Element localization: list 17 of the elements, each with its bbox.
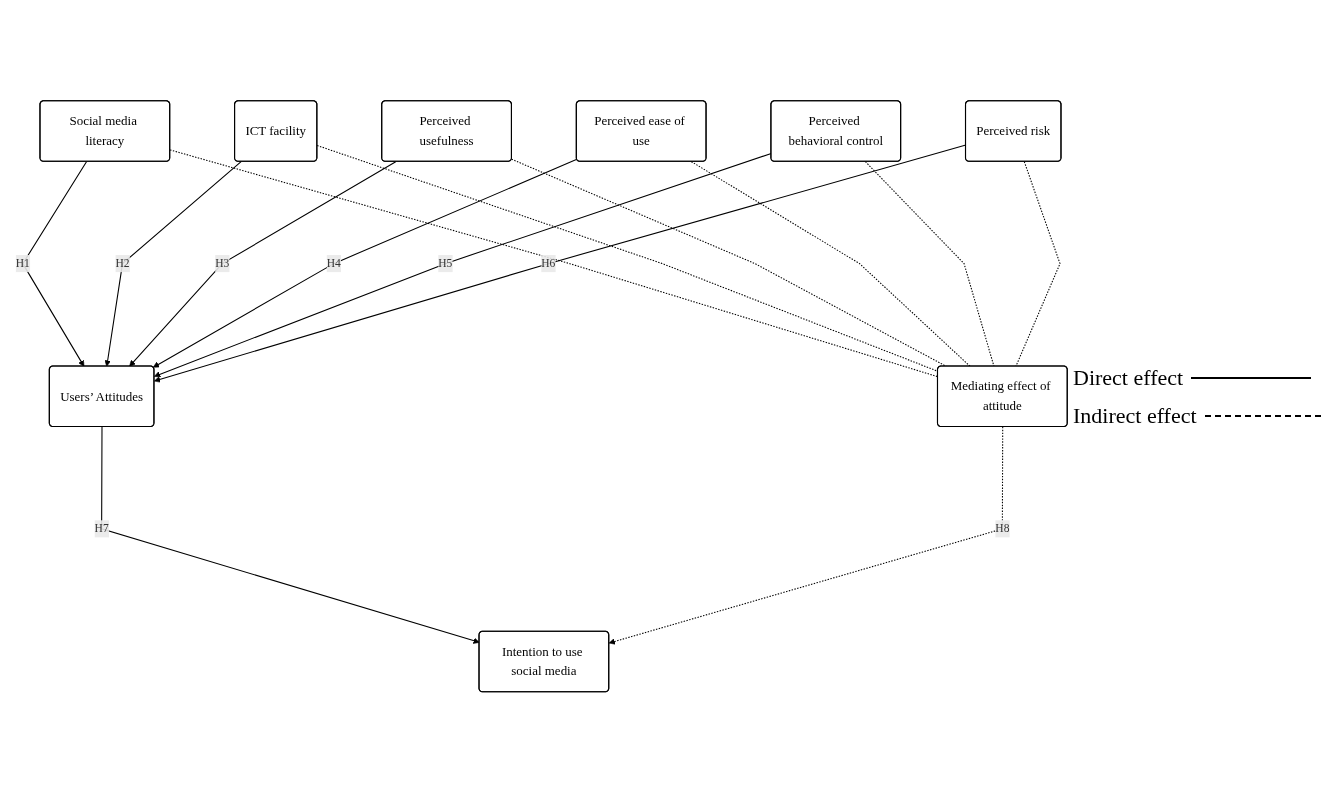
- arrow: [101, 426, 480, 645]
- connector: [690, 161, 971, 368]
- legend-label: Indirect effect: [1073, 402, 1197, 429]
- edge-label: H3: [215, 257, 230, 270]
- legend-label: Direct effect: [1073, 364, 1184, 391]
- arrow: [129, 161, 397, 367]
- edge-label: H4: [326, 257, 341, 270]
- arrow: [152, 159, 578, 368]
- arrow: [104, 161, 242, 367]
- edge-label: H1: [15, 257, 30, 270]
- edge-label: H6: [541, 257, 556, 270]
- connector: [1015, 161, 1061, 368]
- edge-label: H2: [115, 257, 130, 270]
- edge-label: H5: [438, 257, 453, 270]
- edge-label: H7: [94, 522, 109, 535]
- arrow: [608, 426, 1004, 645]
- edge-label: H8: [995, 522, 1010, 535]
